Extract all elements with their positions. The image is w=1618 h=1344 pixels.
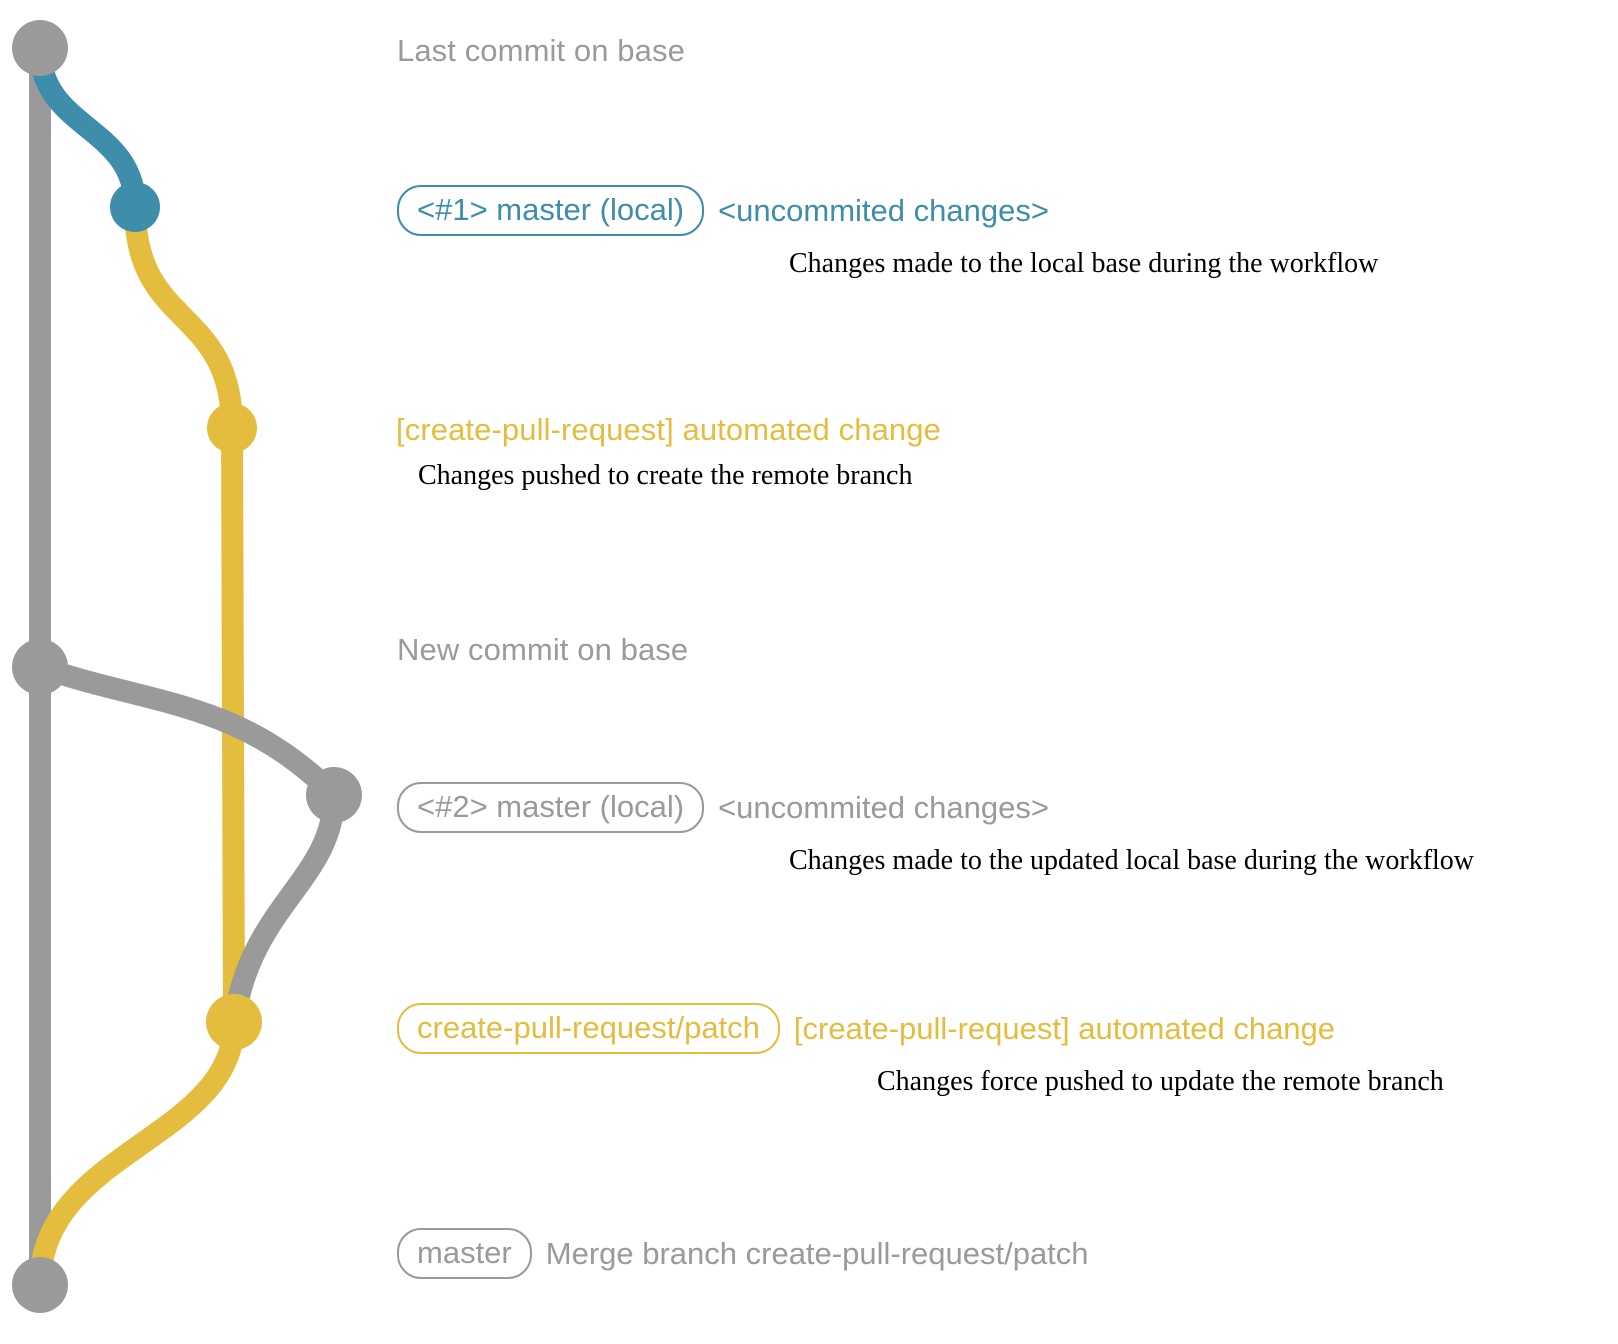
commit-node-patch-1[interactable] <box>207 403 257 453</box>
branch-badge-master[interactable]: master <box>397 1228 532 1279</box>
annotation-local-1: <#1> master (local) <uncommited changes>… <box>397 185 1378 280</box>
branch-badge-master-local-1[interactable]: <#1> master (local) <box>397 185 705 236</box>
badge-line: <#2> master (local) <uncommited changes> <box>397 782 1474 833</box>
badge-line: master Merge branch create-pull-request/… <box>397 1228 1089 1279</box>
annotation-caption: Changes force pushed to update the remot… <box>877 1066 1444 1097</box>
patch-merge-path <box>29 1011 245 1296</box>
annotation-caption: Changes pushed to create the remote bran… <box>418 460 913 491</box>
badge-line: <#1> master (local) <uncommited changes> <box>397 185 1378 236</box>
annotation-subject: [create-pull-request] automated change <box>396 412 941 447</box>
commit-node-base-new[interactable] <box>12 639 68 695</box>
commit-node-base-merge[interactable] <box>12 1257 68 1313</box>
annotation-subject: New commit on base <box>397 632 689 667</box>
annotation-patch-1: [create-pull-request] automated change C… <box>396 412 941 492</box>
patch-lane-path <box>124 196 245 1033</box>
annotation-new-commit-on-base: New commit on base <box>397 632 688 668</box>
annotation-subject: <uncommited changes> <box>718 193 1049 228</box>
commit-node-base-last[interactable] <box>12 20 68 76</box>
branch-badge-create-pull-request-patch[interactable]: create-pull-request/patch <box>397 1003 780 1054</box>
badge-line: create-pull-request/patch [create-pull-r… <box>397 1003 1444 1054</box>
annotation-caption: Changes made to the local base during th… <box>789 248 1379 279</box>
annotation-local-2: <#2> master (local) <uncommited changes>… <box>397 782 1474 877</box>
annotation-subject: Merge branch create-pull-request/patch <box>545 1236 1089 1271</box>
annotation-subject: <uncommited changes> <box>718 790 1049 825</box>
annotation-caption: Changes made to the updated local base d… <box>789 845 1475 876</box>
annotation-base-merge: master Merge branch create-pull-request/… <box>397 1228 1089 1279</box>
annotation-subject: [create-pull-request] automated change <box>793 1011 1336 1046</box>
commit-node-local-2[interactable] <box>306 767 362 823</box>
annotation-subject: Last commit on base <box>397 33 685 68</box>
annotation-patch-2: create-pull-request/patch [create-pull-r… <box>397 1003 1444 1098</box>
annotation-last-commit-on-base: Last commit on base <box>397 33 685 69</box>
git-graph <box>12 20 362 1313</box>
commit-node-patch-2[interactable] <box>206 994 262 1050</box>
branch-badge-master-local-2[interactable]: <#2> master (local) <box>397 782 705 833</box>
commit-node-local-1[interactable] <box>110 182 160 232</box>
